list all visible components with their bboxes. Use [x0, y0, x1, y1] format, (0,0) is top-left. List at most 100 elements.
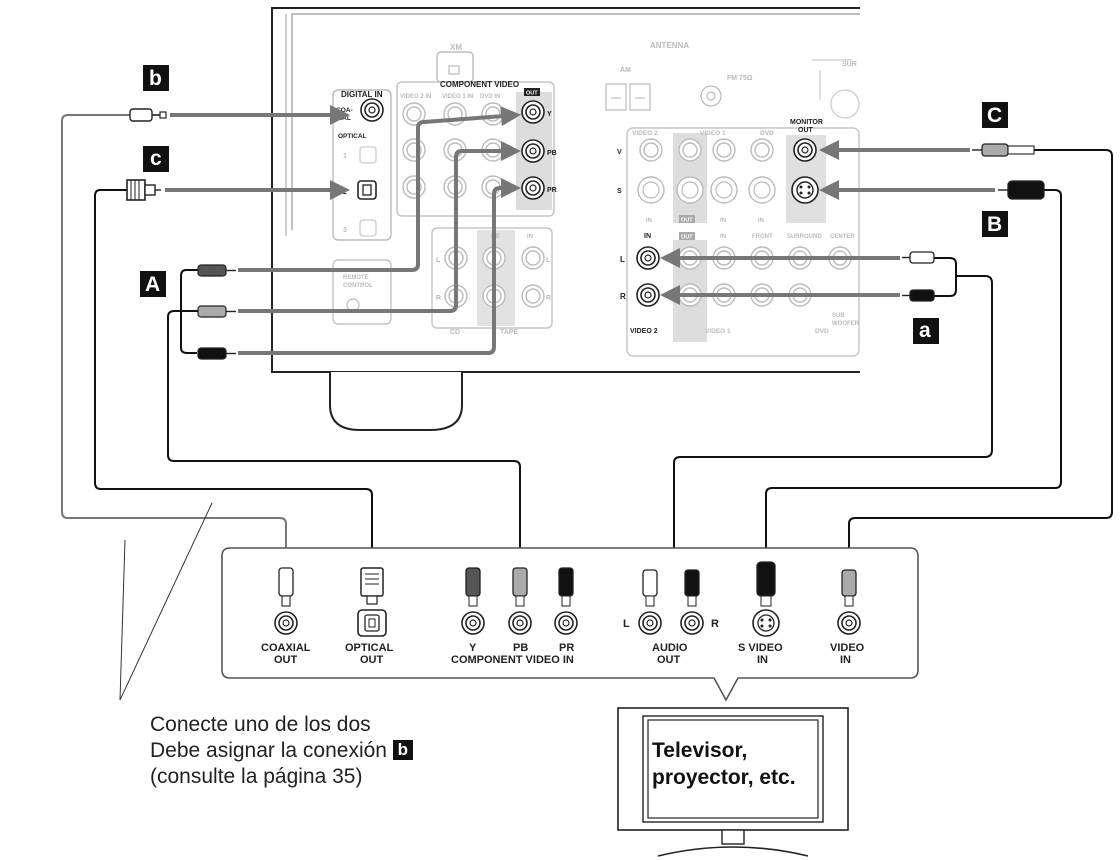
monitor-out-label-2: OUT	[798, 127, 814, 134]
plug-b-coaxial	[129, 108, 167, 122]
tape-label: TAPE	[500, 329, 518, 336]
optical-num-1: 1	[343, 153, 347, 160]
antenna-label: ANTENNA	[650, 41, 689, 50]
video1-label: VIDEO 1	[700, 130, 726, 137]
video2-audio-in-l-jack	[636, 246, 660, 270]
in-label-4: IN	[720, 234, 726, 240]
row-r: R	[620, 292, 626, 301]
out-badge-2: OUT	[681, 218, 693, 224]
comp-pr-label: PR	[547, 187, 557, 194]
comp-col-video2: VIDEO 2 IN	[400, 94, 431, 100]
note-line-2: Debe asignar la conexión b	[150, 738, 413, 764]
arrows	[165, 105, 995, 355]
coaxial-cable	[61, 114, 287, 568]
tv-component-pb-jack	[508, 611, 532, 635]
comp-y-label: Y	[547, 111, 552, 118]
plugs	[126, 108, 1045, 360]
fm-label: FM 75Ω	[727, 75, 753, 82]
s-video-in-label-1: S VIDEO	[738, 642, 783, 654]
digital-coaxial-jack	[360, 98, 384, 122]
optical-num-3: 3	[343, 227, 347, 234]
note-badge-b: b	[392, 740, 413, 760]
note-line-2-text: Debe asignar la conexión	[150, 739, 387, 762]
badge-B: B	[982, 211, 1008, 237]
tv-optical-out-jack	[357, 609, 387, 637]
tv-label-line-1: Televisor,	[652, 739, 748, 762]
receiver-rear-panel: XM DIGITAL IN COA- XIAL OPTICAL 1 2 3 RE…	[271, 7, 860, 431]
svg-text:c: c	[150, 147, 162, 170]
note-pointer-lines	[119, 502, 213, 701]
audio-out-label-1: AUDIO	[652, 642, 688, 654]
plug-C-video	[972, 143, 1035, 157]
comp-pb-label: PB	[547, 150, 557, 157]
badge-C: C	[982, 102, 1008, 128]
woofer-label: WOOFER	[832, 321, 860, 327]
row-s: S	[617, 188, 622, 195]
in-label-audio: IN	[644, 233, 651, 240]
optical-label: OPTICAL	[338, 133, 367, 140]
video2-audio-in-r-jack	[636, 283, 660, 307]
tape-l: L	[546, 257, 551, 264]
note-line-3: (consulte la página 35)	[150, 765, 363, 788]
plug-A-pb	[197, 305, 236, 318]
tv-icon	[617, 707, 849, 857]
comp-col-video1: VIDEO 1 IN	[442, 94, 473, 100]
video-in-label-1: VIDEO	[830, 642, 865, 654]
tv-coaxial-out-jack	[274, 611, 298, 635]
cd-l: L	[436, 257, 441, 264]
svg-text:a: a	[919, 319, 931, 342]
sur-label: SUR	[842, 61, 857, 68]
component-out-pb-jack	[521, 139, 545, 163]
tv-panel-connectors	[274, 561, 861, 637]
badge-c: c	[143, 146, 169, 172]
tv-component-pr-jack	[554, 611, 578, 635]
tv-pr-label: PR	[559, 642, 574, 654]
tv-label: Televisor, proyector, etc.	[652, 737, 817, 791]
svg-text:C: C	[987, 104, 1002, 127]
tape-r: R	[546, 295, 551, 302]
tv-y-label: Y	[469, 642, 477, 654]
audio-trunk-cable	[673, 275, 993, 558]
tv-audio-out-r-jack	[680, 611, 704, 635]
tv-component-y-jack	[461, 611, 485, 635]
surround-label: SURROUND	[787, 234, 822, 240]
in-label-3: IN	[758, 218, 764, 224]
tape-in-label: IN	[527, 234, 533, 240]
sub-label: SUB	[832, 313, 845, 319]
coaxial-label-1: COA-	[336, 107, 353, 114]
plug-c-optical	[126, 179, 161, 201]
plug-A-y	[197, 264, 236, 277]
xm-label: XM	[450, 43, 462, 52]
tv-pb-label: PB	[513, 642, 528, 654]
tv-audio-l-label: L	[623, 618, 630, 630]
front-label: FRONT	[752, 234, 773, 240]
remote-label-1: REMOTE	[343, 275, 369, 281]
tv-label-line-2: proyector, etc.	[652, 766, 796, 789]
badge-A: A	[140, 271, 166, 297]
svg-text:b: b	[149, 67, 162, 90]
plug-a-r	[902, 289, 935, 302]
tv-audio-r-label: R	[711, 618, 719, 630]
component-video-label: COMPONENT VIDEO	[440, 80, 519, 89]
dvd-label: DVD	[760, 130, 774, 137]
out-badge-3: OUT	[681, 235, 693, 241]
note-line-1: Conecte uno de los dos	[150, 713, 371, 736]
s-video-in-label-2: IN	[757, 654, 768, 666]
comp-col-dvd: DVD IN	[480, 94, 500, 100]
monitor-out-video-jack	[793, 138, 817, 162]
cd-label: CD	[450, 329, 460, 336]
video-in-label-2: IN	[840, 654, 851, 666]
in-label-2: IN	[720, 218, 726, 224]
coaxial-out-label-2: OUT	[274, 654, 298, 666]
component-video-in-label: COMPONENT VIDEO IN	[451, 654, 574, 666]
cables	[61, 114, 1113, 570]
audio-cable	[930, 257, 957, 297]
dvd-bottom-label: DVD	[815, 328, 829, 335]
video1-bottom-label: VIDEO 1	[705, 328, 731, 335]
optical-out-label-1: OPTICAL	[345, 642, 394, 654]
svg-text:A: A	[145, 273, 160, 296]
video-cable	[848, 149, 1113, 570]
tv-audio-out-l-jack	[638, 611, 662, 635]
component-pb-cable	[167, 310, 521, 558]
optical-out-label-2: OUT	[360, 654, 384, 666]
